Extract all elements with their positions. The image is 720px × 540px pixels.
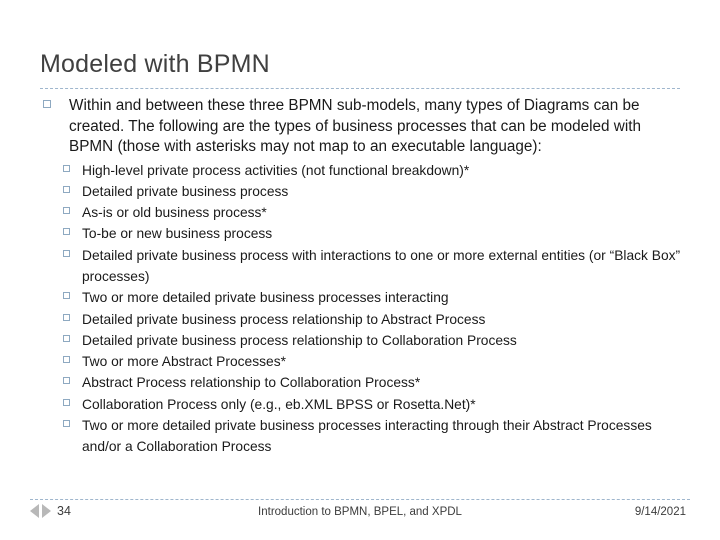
square-bullet-icon xyxy=(63,313,70,321)
square-bullet-icon xyxy=(63,398,70,406)
intro-text: Within and between these three BPMN sub-… xyxy=(69,97,641,155)
slide-footer: 34 Introduction to BPMN, BPEL, and XPDL … xyxy=(30,504,690,526)
list-item-label: Two or more detailed private business pr… xyxy=(82,290,449,306)
square-bullet-icon xyxy=(63,164,70,172)
square-bullet-icon xyxy=(63,228,70,236)
list-item-label: Detailed private business process with i… xyxy=(82,247,681,284)
square-bullet-icon xyxy=(63,207,70,215)
slide-body: Within and between these three BPMN sub-… xyxy=(40,96,688,458)
list-item-label: To-be or new business process xyxy=(82,226,273,242)
list-item-label: Detailed private business process relati… xyxy=(82,311,486,327)
list-item-label: Detailed private business process relati… xyxy=(82,332,517,348)
list-item: Detailed private business process relati… xyxy=(62,309,688,330)
square-bullet-icon xyxy=(63,420,70,428)
page-navigation[interactable]: 34 xyxy=(30,504,71,518)
list-item: High-level private process activities (n… xyxy=(62,160,688,181)
sub-bullet-list: High-level private process activities (n… xyxy=(40,160,688,458)
square-bullet-icon xyxy=(63,292,70,300)
square-bullet-icon xyxy=(63,185,70,193)
list-item-label: Two or more Abstract Processes* xyxy=(82,354,286,370)
intro-bullet: Within and between these three BPMN sub-… xyxy=(40,96,688,158)
list-item: As-is or old business process* xyxy=(62,202,688,223)
footer-center-text: Introduction to BPMN, BPEL, and XPDL xyxy=(258,506,462,518)
next-slide-icon[interactable] xyxy=(42,504,51,518)
list-item-label: Abstract Process relationship to Collabo… xyxy=(82,375,421,391)
list-item-label: Collaboration Process only (e.g., eb.XML… xyxy=(82,396,476,412)
list-item-label: High-level private process activities (n… xyxy=(82,162,470,178)
list-item: Detailed private business process relati… xyxy=(62,330,688,351)
square-bullet-icon xyxy=(63,377,70,385)
list-item-label: Two or more detailed private business pr… xyxy=(82,418,652,455)
square-bullet-icon xyxy=(63,334,70,342)
list-item: Detailed private business process with i… xyxy=(62,245,688,288)
footer-date: 9/14/2021 xyxy=(634,506,686,518)
nav-arrows[interactable] xyxy=(30,504,51,518)
list-item: Abstract Process relationship to Collabo… xyxy=(62,372,688,393)
list-item: Two or more Abstract Processes* xyxy=(62,351,688,372)
list-item: Detailed private business process xyxy=(62,181,688,202)
page-title: Modeled with BPMN xyxy=(40,50,270,78)
page-number: 34 xyxy=(57,504,71,518)
list-item: Collaboration Process only (e.g., eb.XML… xyxy=(62,394,688,415)
list-item: To-be or new business process xyxy=(62,223,688,244)
square-bullet-icon xyxy=(43,100,51,108)
square-bullet-icon xyxy=(63,356,70,364)
square-bullet-icon xyxy=(63,249,70,257)
title-divider xyxy=(40,88,680,89)
footer-divider xyxy=(30,499,690,500)
list-item: Two or more detailed private business pr… xyxy=(62,287,688,308)
previous-slide-icon[interactable] xyxy=(30,504,39,518)
list-item-label: As-is or old business process* xyxy=(82,205,267,221)
list-item-label: Detailed private business process xyxy=(82,183,289,199)
list-item: Two or more detailed private business pr… xyxy=(62,415,688,458)
